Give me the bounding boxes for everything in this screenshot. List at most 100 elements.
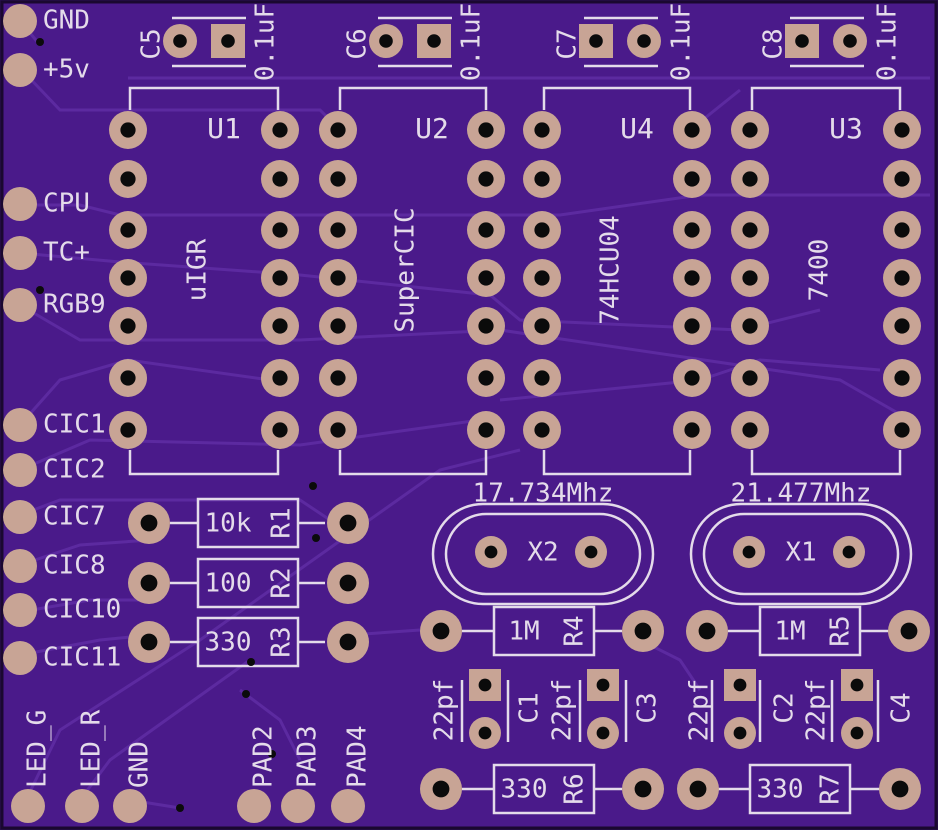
u1-pin-l3 <box>109 211 147 249</box>
c2-pad-2 <box>724 717 756 749</box>
c5-pad-2 <box>211 24 245 58</box>
bottom-label-led-g: LED_G <box>23 710 53 788</box>
edge-pad-vcc <box>3 53 37 87</box>
c4-pad-1 <box>841 669 873 701</box>
x2-pad-2 <box>575 536 607 568</box>
cap-value-c1: 22pf <box>430 679 460 742</box>
u3-pin-r1 <box>883 111 921 149</box>
u3-pin-l2 <box>731 160 769 198</box>
bottom-label-gnd2: GND <box>125 741 155 788</box>
cap-value-c3: 22pf <box>548 679 578 742</box>
res-value-r6: 330 <box>501 775 548 805</box>
u2-pin-l6 <box>319 359 357 397</box>
cap-ref-c3: C3 <box>633 692 663 723</box>
r6-pad-2 <box>622 768 664 810</box>
bottom-pad-led-r <box>65 789 99 823</box>
ic-value-u3: 7400 <box>805 239 835 302</box>
u2-pin-r5 <box>467 307 505 345</box>
u4-pin-l1 <box>523 111 561 149</box>
ic-value-u2: SuperCIC <box>391 207 421 332</box>
u3-pin-r7 <box>883 411 921 449</box>
u3-pin-r6 <box>883 359 921 397</box>
c4-pad-2 <box>841 717 873 749</box>
res-ref-r4: R4 <box>560 615 590 646</box>
u2-pin-l7 <box>319 411 357 449</box>
u4-pin-r4 <box>673 259 711 297</box>
c8-pad-2 <box>833 24 867 58</box>
r5-pad-2 <box>888 610 930 652</box>
res-value-r5: 1M <box>774 617 805 647</box>
bottom-label-pad4: PAD4 <box>343 725 373 788</box>
u4-pin-l6 <box>523 359 561 397</box>
cap-ref-c1: C1 <box>515 692 545 723</box>
edge-label-cic11: CIC11 <box>43 643 121 673</box>
res-ref-r5: R5 <box>826 615 856 646</box>
u3-pin-l6 <box>731 359 769 397</box>
r5-pad-1 <box>686 610 728 652</box>
u4-pin-r5 <box>673 307 711 345</box>
ic-ref-u1: U1 <box>207 112 241 145</box>
c3-pad-2 <box>587 717 619 749</box>
bottom-pad-gnd2 <box>113 789 147 823</box>
x2-pad-1 <box>475 536 507 568</box>
edge-pad-cic1 <box>3 408 37 442</box>
xtal-value-x2: 17.734Mhz <box>473 479 614 509</box>
xtal-ref-x1: X1 <box>785 538 816 568</box>
ic-ref-u3: U3 <box>829 112 863 145</box>
c8-pad-1 <box>785 24 819 58</box>
x1-pad-2 <box>833 536 865 568</box>
u1-pin-r2 <box>261 160 299 198</box>
r2-pad-1 <box>128 562 170 604</box>
edge-label-cic7: CIC7 <box>43 502 106 532</box>
xtal-value-x1: 21.477Mhz <box>731 479 872 509</box>
res-value-r4: 1M <box>508 617 539 647</box>
edge-label-cpu: CPU <box>43 189 90 219</box>
u1-pin-l6 <box>109 359 147 397</box>
r7-pad-2 <box>879 768 921 810</box>
edge-pad-cic7 <box>3 500 37 534</box>
edge-label-rgb9: RGB9 <box>43 290 106 320</box>
u3-pin-l4 <box>731 259 769 297</box>
u3-pin-r2 <box>883 160 921 198</box>
u4-pin-l4 <box>523 259 561 297</box>
u1-pin-l5 <box>109 307 147 345</box>
res-ref-r1: R1 <box>267 507 297 538</box>
u2-pin-l5 <box>319 307 357 345</box>
u1-pin-l1 <box>109 111 147 149</box>
xtal-ref-x2: X2 <box>527 538 558 568</box>
c6-pad-2 <box>417 24 451 58</box>
u4-pin-l2 <box>523 160 561 198</box>
u2-pin-r3 <box>467 211 505 249</box>
u1-pin-r3 <box>261 211 299 249</box>
bottom-pad-pad3 <box>281 789 315 823</box>
r4-pad-1 <box>420 610 462 652</box>
c1-pad-1 <box>469 669 501 701</box>
r7-pad-1 <box>677 768 719 810</box>
res-ref-r7: R7 <box>816 773 846 804</box>
edge-pad-rgb9 <box>3 288 37 322</box>
cap-value-c6: 0.1uF <box>457 3 487 81</box>
u4-pin-l5 <box>523 307 561 345</box>
c6-pad-1 <box>369 24 403 58</box>
res-ref-r6: R6 <box>560 773 590 804</box>
cap-value-c8: 0.1uF <box>873 3 903 81</box>
edge-pad-gnd <box>3 4 37 38</box>
vias <box>36 38 320 812</box>
edge-label-cic1: CIC1 <box>43 410 106 440</box>
r1-pad-1 <box>128 502 170 544</box>
res-ref-r2: R2 <box>267 567 297 598</box>
ic-value-u4: 74HCU04 <box>596 215 626 325</box>
u1-pin-l7 <box>109 411 147 449</box>
cap-value-c5: 0.1uF <box>251 3 281 81</box>
u2-pin-r7 <box>467 411 505 449</box>
c1-pad-2 <box>469 717 501 749</box>
edge-label-vcc: +5v <box>43 55 90 85</box>
bottom-pad-pad2 <box>237 789 271 823</box>
c7-pad-2 <box>627 24 661 58</box>
bottom-pad-pad4 <box>331 789 365 823</box>
u1-pin-r1 <box>261 111 299 149</box>
through-hole-pads <box>3 4 930 823</box>
res-value-r3: 330 <box>205 628 252 658</box>
cap-ref-c5: C5 <box>137 28 167 59</box>
